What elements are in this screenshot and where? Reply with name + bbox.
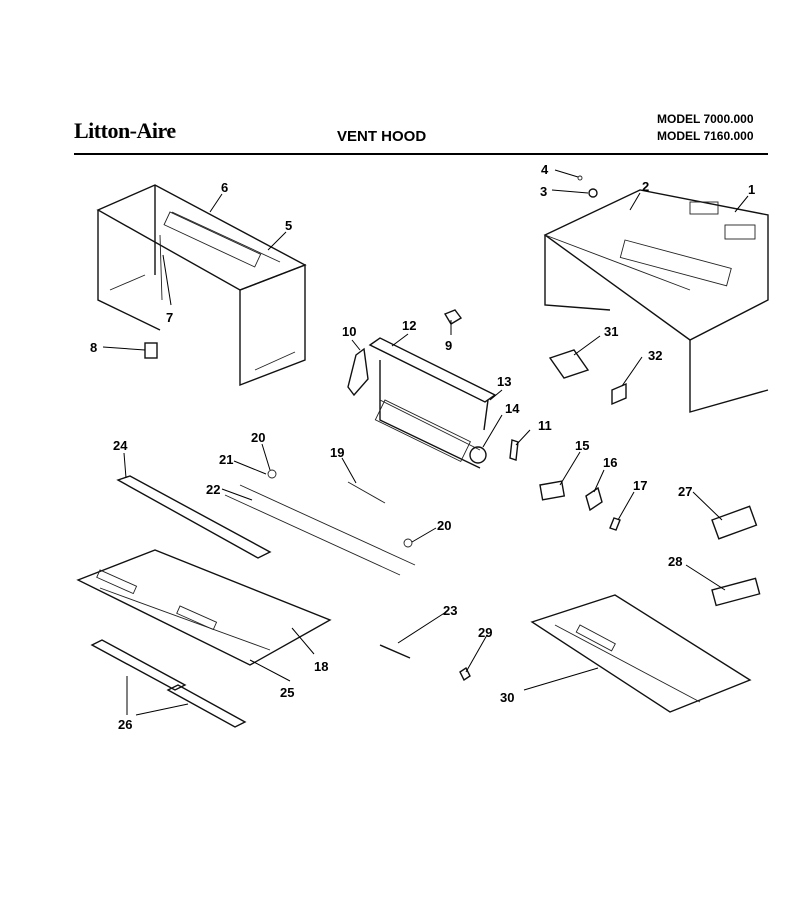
model-number-1: MODEL 7000.000 <box>657 112 754 126</box>
callout-13: 13 <box>497 374 511 389</box>
callout-28: 28 <box>668 554 682 569</box>
header-divider <box>74 153 768 155</box>
callout-7: 7 <box>166 310 173 325</box>
callout-31: 31 <box>604 324 618 339</box>
callout-25: 25 <box>280 685 294 700</box>
leader-lines <box>102 169 749 716</box>
page-header: Litton-Aire VENT HOOD MODEL 7000.000 MOD… <box>0 0 800 160</box>
callout-15: 15 <box>575 438 589 453</box>
part-29 <box>459 666 471 682</box>
part-clip-9 <box>443 309 463 325</box>
part-bottom-panel <box>76 549 332 666</box>
part-bracket-8 <box>144 342 158 359</box>
part-27 <box>711 505 758 540</box>
model-number-2: MODEL 7160.000 <box>657 129 754 143</box>
callout-29: 29 <box>478 625 492 640</box>
callout-3: 3 <box>540 184 547 199</box>
part-bottom-panel-30 <box>530 594 752 713</box>
callout-9: 9 <box>445 338 452 353</box>
callout-20-lower: 20 <box>437 518 451 533</box>
callout-11: 11 <box>538 418 552 433</box>
callout-6: 6 <box>221 180 228 195</box>
brand-logo: Litton-Aire <box>74 118 176 143</box>
part-screw-washer <box>577 175 598 198</box>
part-bracket-10 <box>347 347 369 397</box>
part-11 <box>509 439 519 461</box>
callout-labels: 1 2 3 4 5 6 7 8 9 10 11 12 13 14 15 16 1… <box>90 162 755 732</box>
callout-8: 8 <box>90 340 97 355</box>
part-32 <box>611 382 627 406</box>
callout-32: 32 <box>648 348 662 363</box>
part-rail-assembly <box>224 469 416 576</box>
callout-21: 21 <box>219 452 233 467</box>
part-grease-filters <box>90 639 247 728</box>
callout-5: 5 <box>285 218 292 233</box>
callout-10: 10 <box>342 324 356 339</box>
callout-1: 1 <box>748 182 755 197</box>
callout-19: 19 <box>330 445 344 460</box>
callout-23: 23 <box>443 603 457 618</box>
callout-30: 30 <box>500 690 514 705</box>
part-switch-group <box>539 480 621 531</box>
callout-16: 16 <box>603 455 617 470</box>
callout-17: 17 <box>633 478 647 493</box>
callout-18: 18 <box>314 659 328 674</box>
callout-26: 26 <box>118 717 132 732</box>
part-left-housing <box>96 184 307 387</box>
part-23 <box>379 644 411 659</box>
callout-12: 12 <box>402 318 416 333</box>
callout-27: 27 <box>678 484 692 499</box>
callout-14: 14 <box>505 401 520 416</box>
part-28 <box>711 577 761 607</box>
callout-22: 22 <box>206 482 220 497</box>
part-hood-body <box>543 189 769 413</box>
callout-2: 2 <box>642 179 649 194</box>
callout-20-upper: 20 <box>251 430 265 445</box>
part-31 <box>548 349 590 379</box>
part-blower-assembly <box>368 337 497 469</box>
callout-4: 4 <box>541 162 549 177</box>
page-title: VENT HOOD <box>337 128 427 145</box>
callout-24: 24 <box>113 438 128 453</box>
